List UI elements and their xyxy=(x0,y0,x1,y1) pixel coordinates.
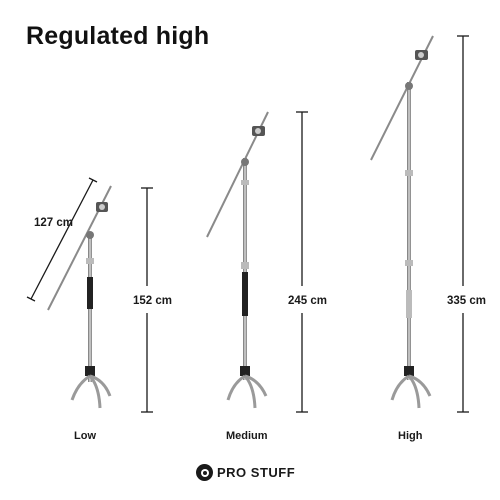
height-label-low: 152 cm xyxy=(133,295,172,307)
stand-low xyxy=(26,177,153,413)
aperture-icon xyxy=(196,464,213,481)
arm-length-label: 127 cm xyxy=(34,217,73,229)
stand-label-high: High xyxy=(398,430,423,442)
height-label-high: 335 cm xyxy=(447,295,486,307)
height-label-medium: 245 cm xyxy=(288,295,327,307)
stand-label-low: Low xyxy=(74,430,96,442)
page-title: Regulated high xyxy=(26,22,210,50)
brand-logo: PRO STUFF xyxy=(196,464,295,481)
measure-low xyxy=(141,187,153,413)
measure-medium xyxy=(296,111,308,413)
stand-high xyxy=(370,35,469,413)
stand-label-medium: Medium xyxy=(226,430,268,442)
measure-high xyxy=(457,35,469,413)
brand-name: PRO STUFF xyxy=(217,465,296,480)
stand-medium xyxy=(206,111,308,413)
